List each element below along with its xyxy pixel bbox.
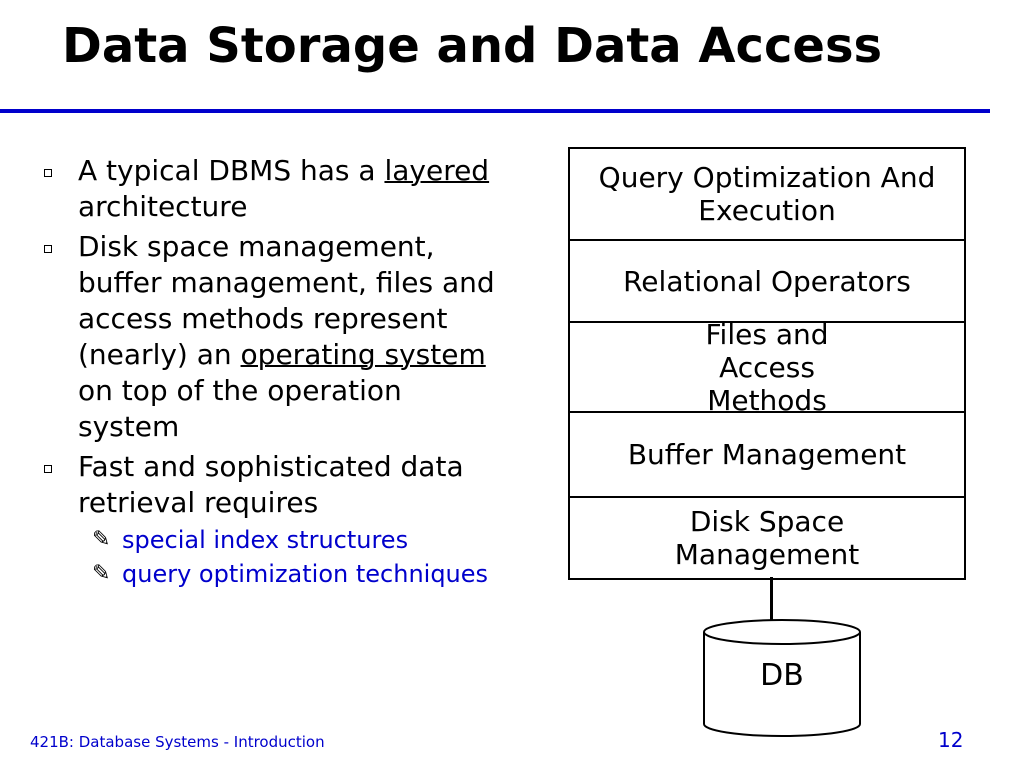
database-cylinder: DB xyxy=(702,618,862,738)
bullet-item: Disk space management, buffer management… xyxy=(38,229,508,445)
title-divider xyxy=(0,109,990,113)
page-number: 12 xyxy=(938,728,964,752)
bullet-item: A typical DBMS has a layered architectur… xyxy=(38,153,508,225)
layer-buffer-management: Buffer Management xyxy=(570,413,964,498)
square-bullet-icon xyxy=(44,245,52,253)
layer-query-optimization: Query Optimization And Execution xyxy=(570,149,964,241)
bullet-underlined-text: operating system xyxy=(240,338,486,371)
layer-label: Disk Space Management xyxy=(674,505,860,571)
square-bullet-icon xyxy=(44,465,52,473)
layer-label: Files and Access Methods xyxy=(705,317,829,417)
sub-bullet-item: ✎ special index structures xyxy=(38,525,508,555)
slide-title: Data Storage and Data Access xyxy=(62,18,883,74)
pencil-bullet-icon: ✎ xyxy=(92,527,111,552)
bullet-list: A typical DBMS has a layered architectur… xyxy=(38,153,508,589)
bullet-underlined-text: layered xyxy=(384,154,490,187)
layer-label: Buffer Management xyxy=(627,438,907,471)
square-bullet-icon xyxy=(44,169,52,177)
sub-bullet-item: ✎ query optimization techniques xyxy=(38,559,508,589)
layer-label: Query Optimization And Execution xyxy=(598,161,936,227)
layer-relational-operators: Relational Operators xyxy=(570,241,964,323)
bullet-text: Fast and sophisticated data retrieval re… xyxy=(78,450,464,519)
database-label: DB xyxy=(760,658,804,693)
bullet-text: architecture xyxy=(78,190,248,223)
database-cylinder-icon xyxy=(703,619,861,737)
pencil-bullet-icon: ✎ xyxy=(92,561,111,586)
bullet-text: Disk space management, buffer management… xyxy=(78,230,495,371)
layer-files-access-methods: Files and Access Methods xyxy=(570,318,964,417)
layer-disk-space-management: Disk Space Management xyxy=(570,498,964,578)
sub-bullet-text: special index structures xyxy=(122,526,409,554)
layer-stack-diagram: Query Optimization And Execution Relatio… xyxy=(568,147,966,580)
connector-line xyxy=(770,577,773,628)
sub-bullet-text: query optimization techniques xyxy=(122,560,489,588)
bullet-text: on top of the operation system xyxy=(78,374,402,443)
bullet-text: A typical DBMS has a xyxy=(78,154,385,187)
bullet-item: Fast and sophisticated data retrieval re… xyxy=(38,449,508,521)
layer-label: Relational Operators xyxy=(623,264,911,298)
slide-footer: 421B: Database Systems - Introduction xyxy=(30,733,325,751)
